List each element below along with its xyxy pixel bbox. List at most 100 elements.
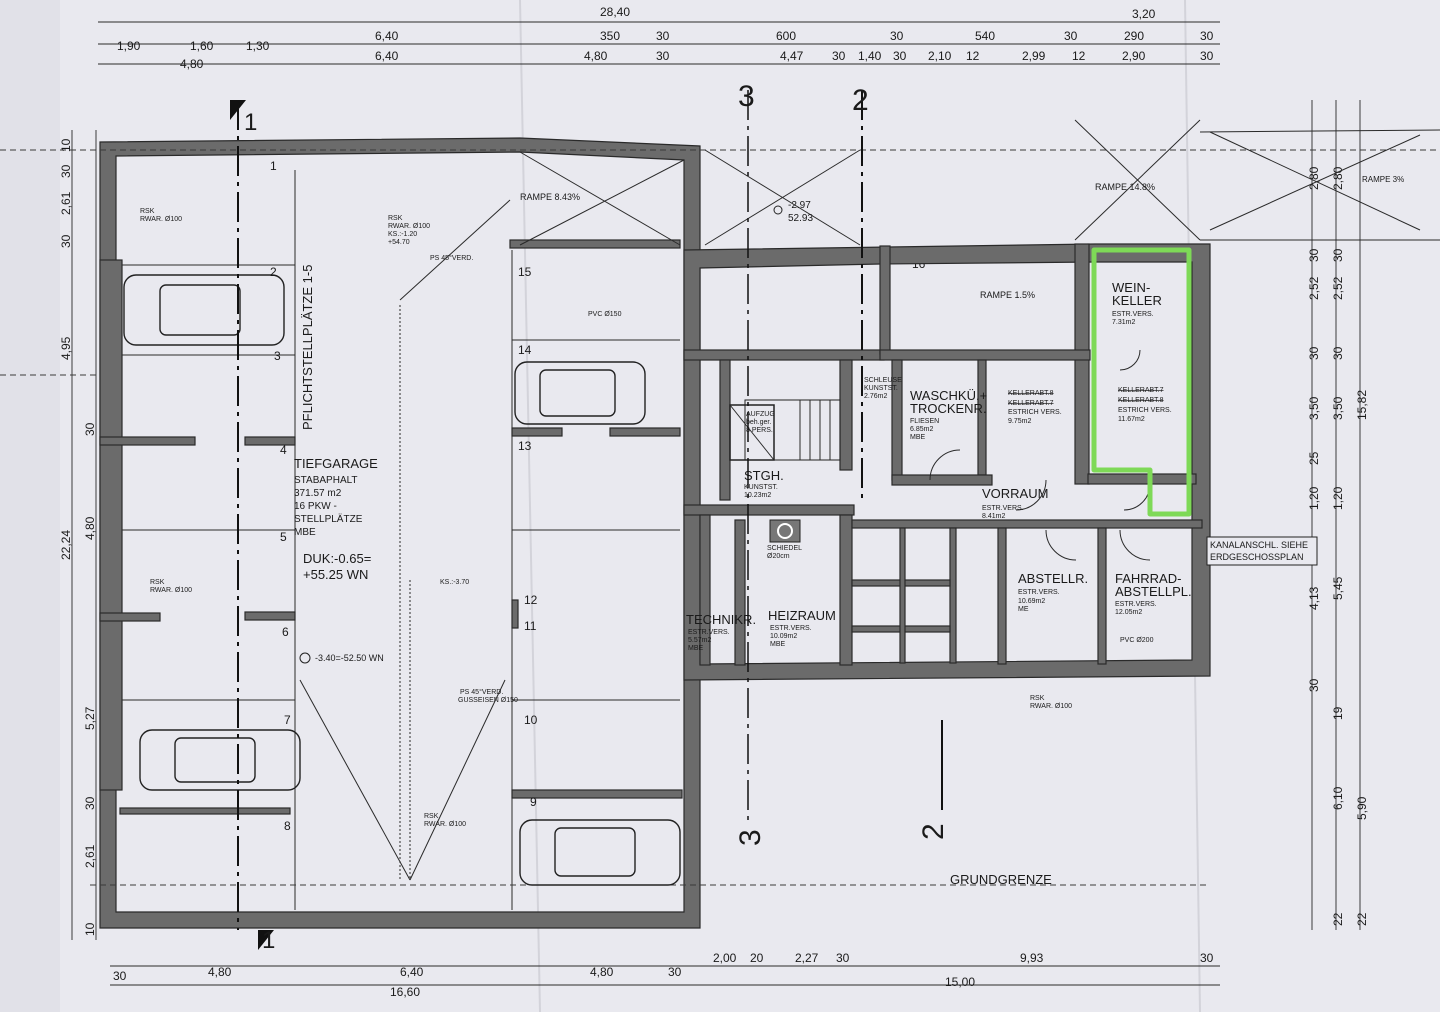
- ks-label-2: +54.70: [388, 239, 410, 246]
- room-schleuse[interactable]: SCHLEUSE KUNSTST. 2.76m2: [864, 377, 902, 400]
- room-waschkueche-area: 6.85m2: [910, 426, 933, 433]
- rsk-label-5: RSK: [1030, 695, 1045, 702]
- garage-line-3: 16 PKW -: [294, 501, 337, 512]
- dim-l4: 30: [59, 234, 73, 248]
- car-spot-7: [139, 729, 301, 791]
- dim-b14: 30: [1200, 49, 1214, 63]
- dim-total-left: 16,60: [390, 985, 420, 999]
- ps-label-1: PS 45°VERD.: [430, 254, 473, 262]
- garage-duk-wn: +55.25 WN: [303, 567, 368, 582]
- dim-rf7: 1,20: [1331, 486, 1345, 510]
- room-technik-name: TECHNIKR.: [686, 612, 756, 627]
- spot-number-15: 15: [518, 265, 532, 279]
- dim-b2: 6,40: [375, 49, 399, 63]
- rwar-label-2: RWAR. Ø100: [388, 223, 430, 230]
- dim-rf6: 3,50: [1331, 396, 1345, 420]
- ps-label-2: PS 45°VERD.: [460, 688, 503, 696]
- room-waschkueche-spec: FLIESEN: [910, 418, 939, 425]
- dim-t9: 540: [975, 29, 995, 43]
- room-schleuse-spec: KUNSTST.: [864, 385, 898, 392]
- dim-l5: 4,95: [59, 336, 73, 360]
- right-dimension-chain: 2,80 30 2,52 30 3,50 25 1,20 4,13 30 19 …: [1307, 100, 1369, 930]
- dim-rf9: 5,90: [1355, 796, 1369, 820]
- room-heizraum[interactable]: HEIZRAUM ESTR.VERS. 10.09m2 MBE: [768, 608, 836, 648]
- ks-label-3: KS.:-3.70: [440, 579, 469, 586]
- dim-b10: 12: [966, 49, 980, 63]
- room-waschkueche-name: WASCHKÜ.+: [910, 388, 987, 403]
- room-kellerabt7[interactable]: KELLERABT.7 KELLERABT.8 ESTRICH VERS. 11…: [1118, 387, 1172, 423]
- room-waschkueche[interactable]: WASCHKÜ.+ TROCKENR. FLIESEN 6.85m2 MBE: [910, 388, 987, 441]
- section-label-2b: 2: [917, 823, 950, 840]
- pvc150-label: PVC Ø150: [588, 311, 622, 318]
- schiedel-label: SCHIEDEL: [767, 545, 802, 552]
- dim-t12: 30: [1200, 29, 1214, 43]
- dim-r4: 30: [1307, 346, 1321, 360]
- room-vorraum[interactable]: VORRAUM ESTR.VERS. 8.41m2: [982, 486, 1048, 520]
- room-kellerabt8[interactable]: KELLERABT.8 KELLERABT.7 ESTRICH VERS. 9.…: [1008, 390, 1062, 425]
- section-label-3b: 3: [734, 829, 767, 846]
- room-heizraum-extra: MBE: [770, 641, 786, 648]
- ramp-label-2: RAMPE 14.8%: [1095, 182, 1155, 192]
- room-weinkeller[interactable]: WEIN- KELLER ESTR.VERS. 7.31m2: [1112, 280, 1162, 326]
- room-abstellr[interactable]: ABSTELLR. ESTR.VERS. 10.69m2 ME: [1018, 571, 1088, 613]
- room-kellerabt8-name: KELLERABT.8: [1008, 390, 1054, 397]
- room-technik[interactable]: TECHNIKR. ESTR.VERS. 5.57m2 MBE: [686, 612, 756, 652]
- dim-b7: 1,40: [858, 49, 882, 63]
- room-kellerabt7-name2: KELLERABT.8: [1118, 397, 1164, 404]
- dim-t7: 600: [776, 29, 796, 43]
- rsk-label-1: RSK: [140, 208, 155, 215]
- rsk-label-2: RSK: [388, 215, 403, 222]
- dim-t10: 30: [1064, 29, 1078, 43]
- garage-duk: DUK:-0.65=: [303, 551, 371, 566]
- section-label-3a: 3: [738, 80, 755, 113]
- garage-line-2: 371.57 m2: [294, 488, 342, 499]
- garage-line-5: MBE: [294, 527, 316, 538]
- garage-line-1: STABAPHALT: [294, 475, 358, 486]
- room-technik-area: 5.57m2: [688, 637, 711, 644]
- room-abstellr-name: ABSTELLR.: [1018, 571, 1088, 586]
- dim-b9: 2,10: [928, 49, 952, 63]
- spot-number-4: 4: [280, 443, 287, 457]
- room-vorraum-spec: ESTR.VERS.: [982, 505, 1024, 512]
- dim-top-right: 3,20: [1132, 7, 1156, 21]
- room-fahrrad[interactable]: FAHRRAD- ABSTELLPL. ESTR.VERS. 12.05m2: [1115, 571, 1192, 616]
- dim-bt4: 4,80: [590, 965, 614, 979]
- dim-b12: 12: [1072, 49, 1086, 63]
- dim-bt9: 30: [836, 951, 850, 965]
- garage-line-4: STELLPLÄTZE: [294, 513, 363, 525]
- weinkeller-highlight-outline: [1091, 247, 1192, 517]
- gusseisen-label: GUSSEISEN Ø150: [458, 697, 518, 704]
- dim-bt3: 6,40: [400, 965, 424, 979]
- room-waschkueche-extra: MBE: [910, 434, 926, 441]
- dim-b6: 30: [832, 49, 846, 63]
- section-mark-1-bottom: 1: [258, 927, 275, 954]
- room-heizraum-spec: ESTR.VERS.: [770, 625, 812, 632]
- dim-r2: 30: [1307, 248, 1321, 262]
- spot-number-8: 8: [284, 819, 291, 833]
- kanal-note: KANALANSCHL. SIEHE ERDGESCHOSSPLAN: [1206, 536, 1318, 566]
- dim-rf10: 22: [1355, 912, 1369, 926]
- dim-l8: 4,80: [83, 516, 97, 540]
- dim-bt11: 30: [1200, 951, 1214, 965]
- dim-r7: 1,20: [1307, 486, 1321, 510]
- room-technik-spec: ESTR.VERS.: [688, 629, 730, 636]
- room-aufzug[interactable]: AUFZUG beh.ger. 8 PERS.: [746, 411, 775, 434]
- dim-t1: 1,90: [117, 39, 141, 53]
- schiedel-size: Ø20cm: [767, 553, 790, 560]
- room-stgh[interactable]: STGH. KUNSTST. 10.23m2: [744, 468, 784, 499]
- dim-l3: 2,61: [59, 191, 73, 215]
- paper-fold: [519, 0, 541, 1012]
- dim-t5: 350: [600, 29, 620, 43]
- room-stgh-spec: KUNSTST.: [744, 484, 778, 491]
- dim-bt6: 2,00: [713, 951, 737, 965]
- dim-bt7: 20: [750, 951, 764, 965]
- rwar-label-4: RWAR. Ø100: [424, 821, 466, 828]
- room-weinkeller-area: 7.31m2: [1112, 319, 1135, 326]
- room-kellerabt8-area: 9.75m2: [1008, 418, 1031, 425]
- car-spot-9: [519, 819, 681, 886]
- room-abstellr-area: 10.69m2: [1018, 598, 1045, 605]
- section-mark-2: 2 2: [852, 84, 950, 840]
- room-kellerabt8-name2: KELLERABT.7: [1008, 400, 1054, 407]
- room-waschkueche-name2: TROCKENR.: [910, 401, 987, 416]
